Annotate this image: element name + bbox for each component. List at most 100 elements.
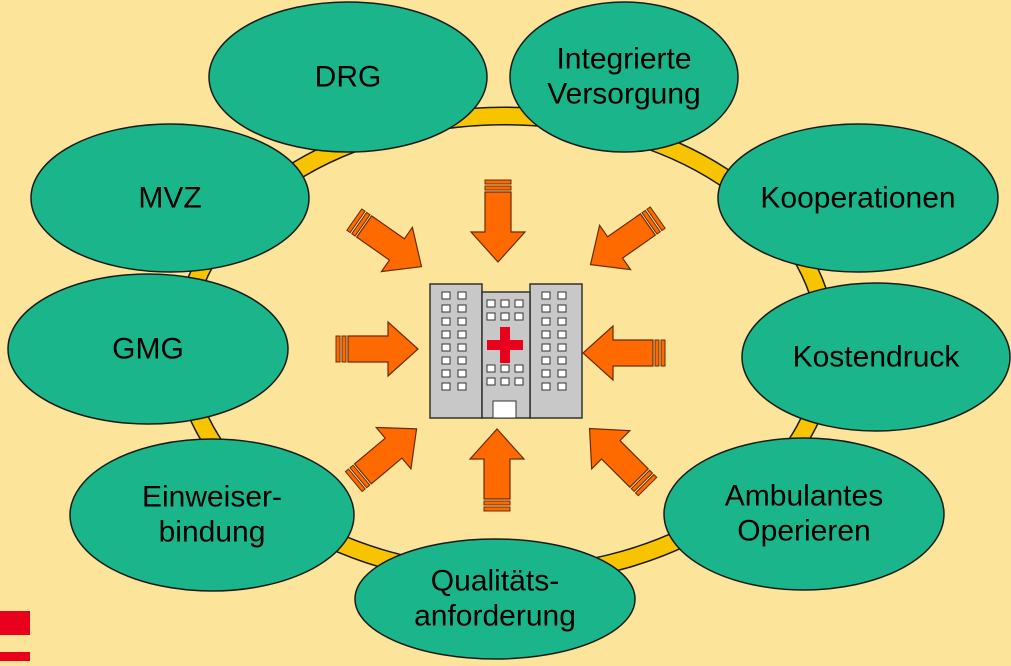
topic-label-einweiserbindung: Einweiser-bindung: [142, 480, 282, 551]
arrow-tail-stripe: [646, 206, 666, 232]
window: [500, 312, 510, 321]
window: [557, 330, 567, 339]
topic-label-kostendruck: Kostendruck: [793, 339, 960, 374]
window: [541, 382, 551, 391]
topic-ellipses: [7, 1, 1011, 660]
arrow-body: [353, 426, 418, 485]
window: [557, 304, 567, 313]
topic-label-line: Kooperationen: [760, 181, 956, 215]
topic-label-line: anforderung: [414, 600, 576, 633]
building-door: [492, 400, 517, 419]
arrow-tail-stripe: [484, 179, 512, 185]
window: [541, 330, 551, 339]
arrow-body: [589, 213, 657, 271]
topic-label-line: Integrierte: [556, 42, 692, 76]
building-right-wing: [529, 283, 583, 419]
arrow-body: [469, 191, 527, 263]
red-cross-horizontal: [487, 340, 523, 350]
arrow-tail-stripe: [654, 339, 660, 367]
brand-mark-bottom: [0, 652, 30, 661]
window: [541, 291, 551, 300]
window: [457, 343, 467, 352]
arrow-tail-stripe: [351, 211, 371, 237]
window: [557, 291, 567, 300]
arrow-tail-stripe: [349, 464, 371, 489]
topic-label-line: Ambulantes: [724, 479, 884, 513]
arrow-tail-stripe: [630, 469, 654, 493]
window: [557, 356, 567, 365]
arrow-body: [347, 320, 419, 378]
window: [557, 317, 567, 326]
topic-label-line: Qualitäts-: [430, 564, 560, 598]
topic-ellipse-integrierte-versorgung: [509, 1, 739, 153]
brand-mark-top: [0, 611, 30, 635]
window: [541, 317, 551, 326]
window: [441, 291, 451, 300]
topic-label-qualitaetsanforderung: Qualitäts-anforderung: [414, 564, 576, 635]
window: [486, 299, 496, 308]
arrow-top-right-icon: [589, 206, 666, 271]
arrow-body: [588, 427, 650, 489]
arrow-tail-stripe: [346, 208, 366, 234]
arrow-body: [582, 324, 654, 382]
window: [557, 369, 567, 378]
arrow-body: [468, 428, 526, 500]
arrow-top-left-icon: [346, 208, 423, 273]
arrow-tail-stripe: [660, 339, 666, 367]
window: [541, 343, 551, 352]
window: [500, 377, 510, 386]
topic-label-drg: DRG: [315, 59, 382, 94]
window: [557, 382, 567, 391]
arrow-bottom-right-icon: [588, 427, 658, 497]
topic-label-line: MVZ: [138, 181, 202, 215]
window: [514, 364, 524, 373]
window: [541, 369, 551, 378]
topic-ellipse-kostendruck: [741, 282, 1011, 432]
window: [457, 317, 467, 326]
arrow-body: [355, 215, 423, 273]
window: [541, 356, 551, 365]
arrow-tail-stripe: [634, 473, 658, 497]
arrow-left-icon: [335, 320, 419, 378]
arrow-tail-stripe: [641, 209, 661, 235]
arrow-top-icon: [469, 179, 527, 263]
building-windows: [441, 291, 567, 391]
topic-label-line: DRG: [314, 60, 382, 94]
window: [486, 312, 496, 321]
topic-ellipse-drg: [208, 1, 488, 153]
topic-ellipse-einweiserbindung: [69, 438, 355, 592]
window: [441, 343, 451, 352]
window: [486, 377, 496, 386]
window: [457, 304, 467, 313]
arrow-tail-stripe: [484, 185, 512, 191]
topic-ellipse-qualitaetsanforderung: [354, 538, 636, 660]
arrows-group: [335, 179, 666, 512]
window: [441, 382, 451, 391]
window: [457, 382, 467, 391]
topic-label-line: Versorgung: [547, 78, 701, 111]
window: [500, 364, 510, 373]
arrow-tail-stripe: [344, 468, 366, 493]
topic-label-line: bindung: [158, 516, 266, 549]
topic-ellipse-kooperationen: [717, 123, 999, 273]
window: [486, 364, 496, 373]
window: [514, 312, 524, 321]
window: [457, 291, 467, 300]
window: [557, 343, 567, 352]
building-left-wing: [429, 283, 483, 419]
arrow-tail-stripe: [483, 500, 511, 506]
topic-label-line: GMG: [112, 332, 184, 366]
topic-ellipse-mvz: [30, 123, 310, 273]
window: [457, 330, 467, 339]
topic-ellipse-gmg: [7, 273, 289, 425]
window: [500, 299, 510, 308]
window: [457, 369, 467, 378]
arrow-bottom-left-icon: [344, 426, 418, 493]
window: [541, 304, 551, 313]
arrow-right-icon: [582, 324, 666, 382]
arrow-tail-stripe: [483, 506, 511, 512]
